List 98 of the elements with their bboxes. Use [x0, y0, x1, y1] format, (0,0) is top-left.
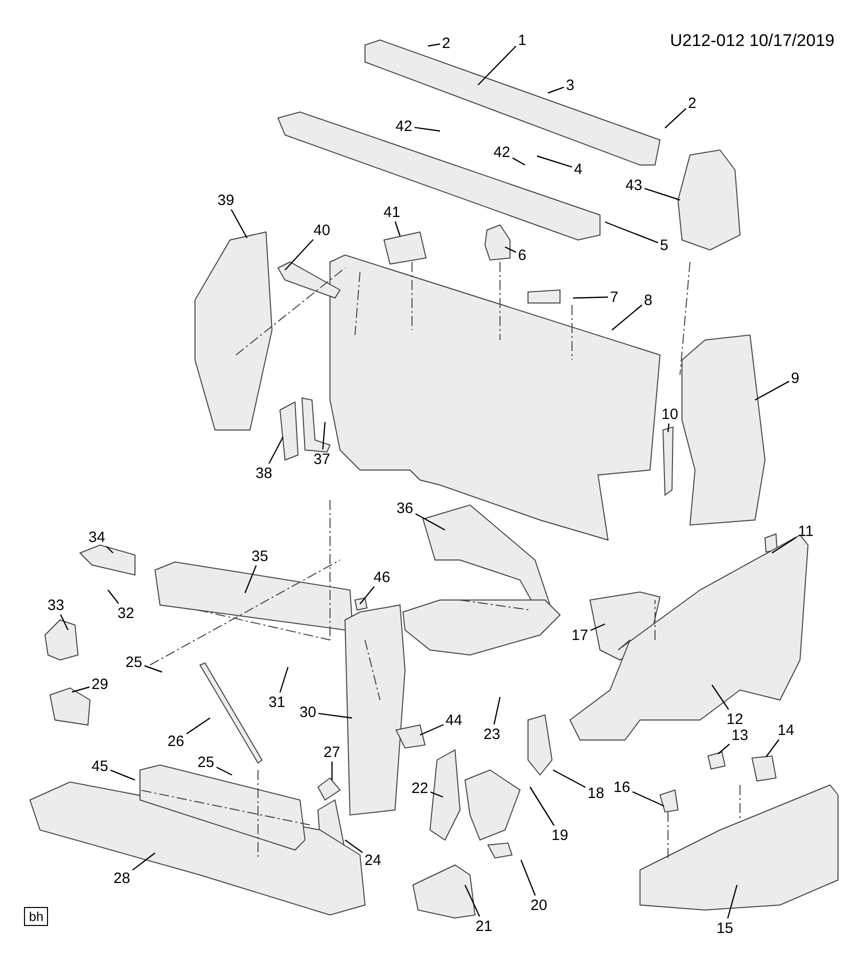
callout-number: 30	[300, 704, 316, 720]
leader-line	[318, 712, 352, 719]
leader-line	[644, 188, 680, 201]
leader-line	[344, 840, 363, 853]
leader-line	[754, 380, 790, 401]
leader-line	[360, 586, 375, 604]
callout-number: 45	[92, 758, 108, 774]
callout-number: 31	[268, 694, 286, 710]
drawing-reference: U212-012 10/17/2019	[670, 32, 834, 49]
callout-number: 44	[446, 712, 462, 728]
callout-number: 21	[476, 918, 492, 934]
callout-number: 41	[384, 204, 400, 220]
leader-line	[108, 590, 120, 604]
callout-number: 34	[88, 528, 106, 546]
callout-number: 8	[644, 292, 652, 308]
leader-line	[284, 239, 314, 270]
callout-number: 40	[314, 222, 330, 238]
callout-number: 18	[588, 784, 604, 802]
callout-number: 13	[732, 726, 748, 744]
callout-number: 25	[198, 754, 214, 770]
leader-line	[572, 296, 608, 299]
leader-line	[727, 884, 738, 919]
callout-number: 27	[324, 744, 340, 760]
callout-number: 20	[530, 896, 548, 914]
callout-number: 15	[716, 920, 734, 936]
callout-number: 14	[778, 722, 794, 738]
leader-line	[718, 744, 730, 754]
leader-line	[186, 718, 210, 734]
leader-line	[244, 565, 257, 594]
callout-number: 1	[518, 32, 526, 48]
leader-line	[60, 614, 69, 630]
callout-number: 33	[48, 596, 64, 614]
leader-line	[132, 852, 156, 871]
leader-line	[766, 739, 780, 758]
leader-line	[632, 791, 664, 807]
leader-line	[230, 209, 248, 238]
leader-line	[110, 770, 136, 781]
drawing-code: bh	[24, 906, 48, 926]
leader-line	[604, 221, 658, 244]
leader-line	[106, 546, 114, 554]
callout-number: 36	[396, 500, 414, 516]
leader-line	[548, 86, 564, 94]
callout-number: 12	[726, 710, 744, 728]
leader-line	[664, 108, 686, 128]
callout-number: 32	[118, 604, 134, 622]
leader-line	[420, 724, 444, 736]
callout-number: 35	[252, 548, 268, 564]
leader-line	[268, 436, 284, 464]
callout-number: 39	[218, 192, 234, 208]
callout-number: 23	[484, 726, 500, 742]
leader-line	[536, 155, 572, 168]
callout-number: 5	[660, 236, 668, 254]
leader-line	[216, 766, 232, 776]
leader-line	[414, 126, 440, 132]
leader-line	[590, 623, 606, 631]
leader-line	[331, 762, 333, 780]
callout-number: 9	[791, 370, 800, 386]
leader-line	[478, 46, 516, 86]
callout-number: 19	[552, 826, 568, 844]
callout-number: 25	[126, 654, 142, 670]
callout-number: 16	[614, 778, 630, 796]
callout-number: 24	[364, 852, 382, 868]
callout-number: 38	[256, 464, 272, 482]
callout-number: 4	[574, 160, 582, 178]
leader-line	[464, 884, 480, 917]
leader-line	[530, 786, 555, 826]
callout-number: 42	[494, 144, 510, 160]
leader-line	[612, 304, 642, 330]
callout-number: 2	[442, 34, 450, 52]
leader-line	[430, 792, 444, 798]
callout-number: 46	[374, 568, 390, 586]
callout-number: 29	[92, 676, 108, 692]
leader-line	[144, 665, 162, 673]
callout-number: 2	[688, 94, 696, 112]
callout-number: 11	[798, 522, 814, 540]
leader-line	[712, 684, 730, 710]
leader-line	[552, 769, 586, 788]
leader-line	[428, 43, 440, 47]
leader-line	[504, 246, 516, 253]
callout-number: 22	[412, 780, 428, 796]
leader-line	[279, 666, 289, 693]
leader-line	[512, 157, 526, 166]
callout-number: 7	[610, 288, 618, 306]
leader-line	[493, 696, 501, 725]
callout-number: 28	[114, 870, 130, 886]
leader-line	[520, 860, 536, 896]
callout-number: 17	[572, 626, 588, 644]
callout-number: 3	[566, 76, 574, 94]
callout-number: 37	[314, 450, 330, 468]
leader-line	[394, 221, 401, 236]
callout-number: 42	[396, 118, 412, 134]
leader-line	[72, 686, 90, 693]
callout-number: 43	[626, 176, 642, 194]
leader-line	[667, 423, 670, 432]
callout-number: 10	[662, 406, 678, 422]
callout-number: 26	[168, 732, 184, 750]
callout-number: 6	[518, 246, 526, 264]
leader-line	[772, 536, 796, 554]
